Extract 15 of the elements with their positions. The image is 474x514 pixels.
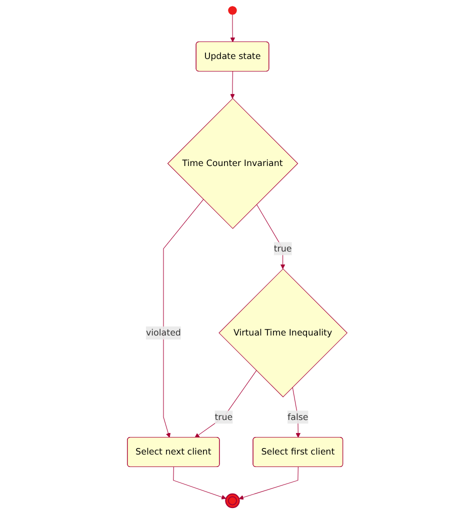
arrow: [230, 71, 235, 99]
node-circle: [228, 6, 237, 15]
node-diamond: Virtual Time Inequality: [218, 268, 348, 398]
edge-label: true: [214, 412, 232, 422]
node-circle: [224, 493, 240, 508]
node-diamond: Time Counter Invariant: [167, 98, 298, 229]
arrow: [256, 204, 285, 270]
arrow: [162, 199, 204, 438]
arrow: [230, 14, 235, 42]
arrow: [194, 370, 256, 438]
edge-label: violated: [146, 327, 181, 338]
arrow: [172, 466, 226, 500]
edge-label: true: [274, 243, 292, 254]
edge-label: false: [287, 412, 308, 422]
arrow: [238, 466, 298, 500]
